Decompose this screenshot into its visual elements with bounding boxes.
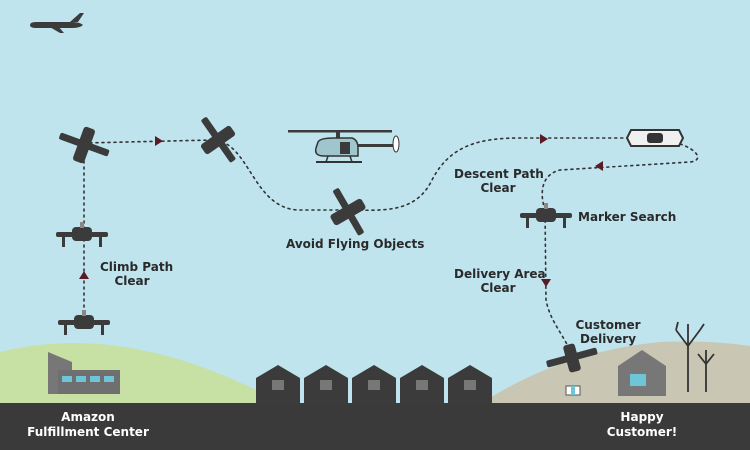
warehouse-windows <box>272 380 476 390</box>
customer-delivery-line-1: Customer <box>575 318 641 332</box>
delivery-area-label: Delivery Area Clear <box>454 267 546 295</box>
avoid-flying-objects-label: Avoid Flying Objects <box>286 237 425 251</box>
drone-icon <box>56 222 108 247</box>
destination-line-2: Customer! <box>606 425 678 439</box>
marker-search-line-1: Marker Search <box>578 210 677 224</box>
avoid-flying-objects-line-1: Avoid Flying Objects <box>286 237 425 251</box>
destination-label: Happy Customer! <box>592 410 692 440</box>
marker-search-label: Marker Search <box>578 210 678 224</box>
ground-band <box>0 403 750 450</box>
drone-icon <box>625 129 685 147</box>
house-icon <box>618 350 666 396</box>
path-arrow-up-icon <box>79 271 89 279</box>
helicopter-icon <box>288 130 400 163</box>
drone-icon <box>546 343 598 373</box>
origin-label: Amazon Fulfillment Center <box>18 410 158 440</box>
origin-line-2: Fulfillment Center <box>27 425 149 439</box>
path-arrow-right-icon <box>155 136 163 146</box>
climb-path-line-1: Climb Path <box>100 260 174 274</box>
tree-icon <box>675 321 715 392</box>
destination-line-1: Happy <box>620 410 664 424</box>
descent-path-line-2: Clear <box>480 181 516 195</box>
descent-path-label: Descent Path Clear <box>454 167 544 195</box>
delivery-area-line-2: Clear <box>480 281 516 295</box>
climb-path-label: Climb Path Clear <box>100 260 174 288</box>
customer-delivery-line-2: Delivery <box>579 332 637 346</box>
path-arrow-down-icon <box>541 279 551 287</box>
right-hill <box>480 341 750 404</box>
customer-delivery-label: Customer Delivery <box>572 318 644 346</box>
delivery-area-line-1: Delivery Area <box>454 267 546 281</box>
origin-line-1: Amazon <box>61 410 115 424</box>
climb-path-line-2: Clear <box>114 274 150 288</box>
drone-icon <box>58 310 110 335</box>
airplane-icon <box>30 13 84 33</box>
package-icon <box>565 385 581 396</box>
path-arrow-left-icon <box>595 161 603 171</box>
drone-icon <box>200 117 236 163</box>
path-arrow-right-icon <box>540 134 548 144</box>
drone-icon <box>330 188 366 236</box>
flight-path <box>83 137 699 351</box>
drone-icon <box>520 203 572 228</box>
descent-path-line-1: Descent Path <box>454 167 544 181</box>
fulfillment-center-icon <box>48 352 120 394</box>
drone-icon <box>59 126 110 164</box>
